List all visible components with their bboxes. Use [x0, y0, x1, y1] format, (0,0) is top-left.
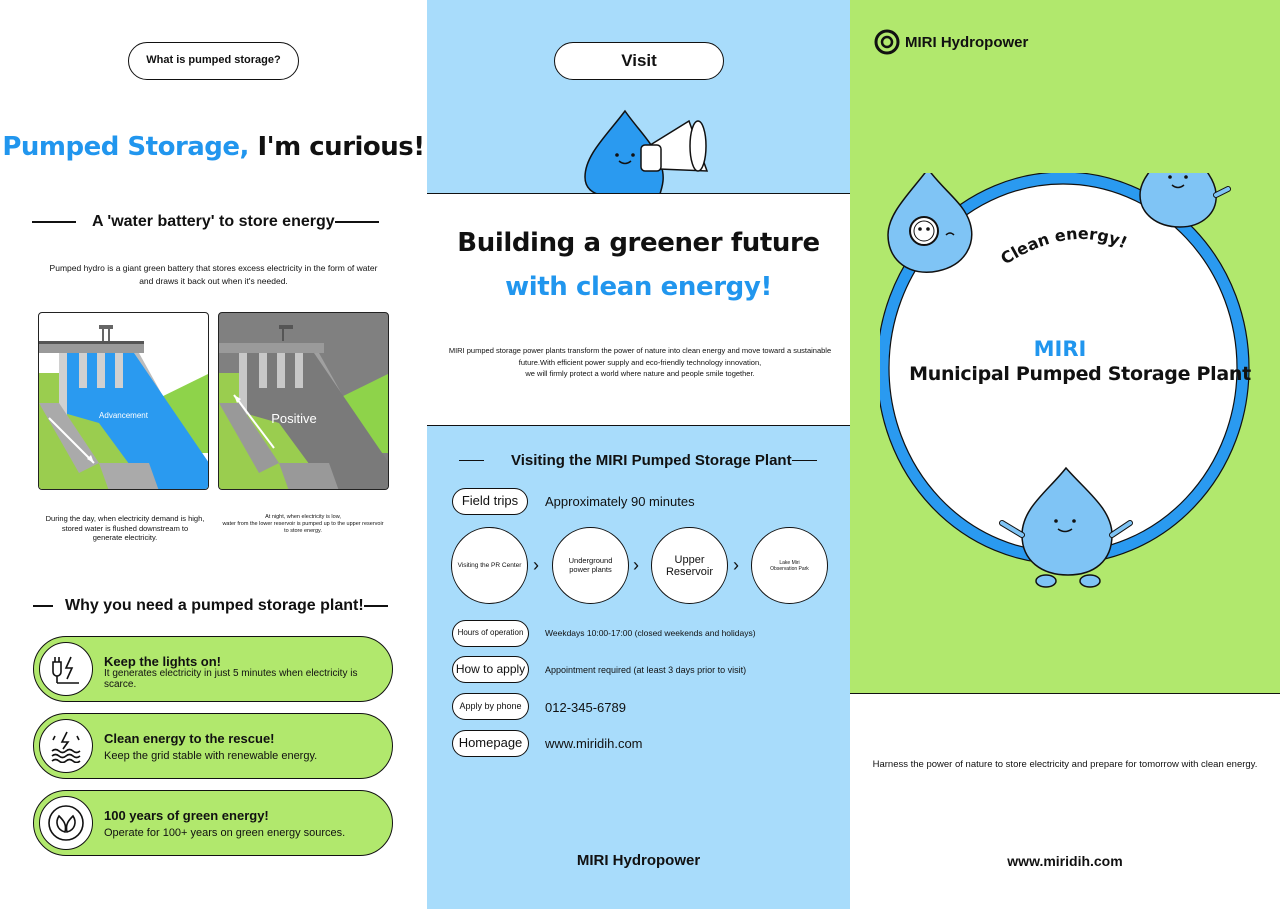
mission-body: MIRI pumped storage power plants transfo… [448, 346, 832, 378]
divider-line [791, 459, 817, 462]
cover-plant-name: Municipal Pumped Storage Plant [909, 363, 1251, 385]
phone-label: Apply by phone [452, 693, 529, 720]
headline-blue-part: Pumped Storage, [2, 132, 249, 162]
divider-line [459, 459, 484, 462]
hours-label: Hours of operation [452, 620, 529, 647]
logo-text: MIRI Hydropower [905, 33, 1029, 51]
brand-logo: MIRI Hydropower [874, 29, 1028, 55]
divider-line [33, 605, 53, 607]
dam-illustration-generation: Advancement [38, 312, 209, 490]
divider-line [32, 221, 76, 223]
dam-illustration-pumping: Positive [218, 312, 389, 490]
plug-bolt-icon [39, 642, 93, 696]
tour-step: Underground power plants [552, 527, 629, 604]
mission-headline-blue: with clean energy! [505, 272, 772, 302]
droplet-megaphone-mascot [584, 109, 709, 197]
description: Pumped hydro is a giant green battery th… [49, 263, 378, 286]
divider-line [363, 605, 388, 607]
chevron-right-icon: › [733, 555, 739, 575]
water-bolt-icon [39, 719, 93, 773]
mascot-ring-illustration: Clean energy! [880, 173, 1250, 588]
benefit-title: 100 years of green energy! [104, 808, 269, 823]
field-trips-label: Field trips [452, 488, 528, 515]
benefit-description: It generates electricity in just 5 minut… [104, 668, 358, 690]
mission-headline: Building a greener future [457, 228, 820, 258]
page-headline: Pumped Storage, I'm curious! [0, 132, 427, 162]
benefit-title: Clean energy to the rescue! [104, 731, 275, 746]
visit-badge: Visit [554, 42, 724, 80]
panel-what-is-pumped-storage: What is pumped storage? Pumped Storage, … [0, 0, 427, 909]
tour-step: Upper Reservoir [651, 527, 728, 604]
section-badge: What is pumped storage? [128, 42, 299, 80]
cover-miri: MIRI [1033, 337, 1087, 361]
apply-value: Appointment required (at least 3 days pr… [545, 665, 747, 675]
subtitle-water-battery: A 'water battery' to store energy [32, 213, 396, 231]
field-trips-value: Approximately 90 minutes [545, 494, 695, 509]
homepage-label: Homepage [452, 730, 529, 757]
benefit-title: Keep the lights on! [104, 654, 221, 669]
phone-value[interactable]: 012-345-6789 [545, 700, 626, 715]
benefit-description: Keep the grid stable with renewable ener… [104, 750, 318, 762]
benefit-card: Keep the lights on! It generates electri… [33, 636, 393, 702]
visiting-title: Visiting the MIRI Pumped Storage Plant [459, 452, 823, 469]
brand-footer: MIRI Hydropower [576, 852, 701, 869]
benefit-card: 100 years of green energy! Operate for 1… [33, 790, 393, 856]
cover-tagline: Harness the power of nature to store ele… [872, 759, 1258, 770]
dam-caption-generation: During the day, when electricity demand … [45, 514, 205, 542]
headline-black-part: I'm curious! [248, 132, 425, 162]
divider-line [334, 221, 379, 223]
dam-label: Advancement [99, 411, 148, 420]
chevron-right-icon: › [533, 555, 539, 575]
panel-visit: Visit Building a greener future with cle… [427, 0, 850, 909]
homepage-link[interactable]: www.miridih.com [545, 736, 643, 751]
dam-caption-pumping: At night, when electricity is low, water… [222, 514, 384, 534]
cover-footer: Harness the power of nature to store ele… [850, 693, 1280, 909]
dam-label: Positive [271, 411, 317, 426]
benefit-description: Operate for 100+ years on green energy s… [104, 827, 346, 839]
tour-step: Lake Miri Observation Park [751, 527, 828, 604]
apply-label: How to apply [452, 656, 529, 683]
tour-step: Visiting the PR Center [451, 527, 528, 604]
benefit-card: Clean energy to the rescue! Keep the gri… [33, 713, 393, 779]
mission-band: Building a greener future with clean ene… [427, 193, 850, 426]
cover-url[interactable]: www.miridih.com [1007, 853, 1123, 869]
panel-cover: MIRI Hydropower Clean energy! MIRI M [850, 0, 1280, 909]
logo-swirl-icon [874, 29, 900, 55]
subtitle-why-needed: Why you need a pumped storage plant! [33, 597, 397, 615]
hours-value: Weekdays 10:00-17:00 (closed weekends an… [545, 628, 756, 638]
chevron-right-icon: › [633, 555, 639, 575]
leaf-icon [39, 796, 93, 850]
